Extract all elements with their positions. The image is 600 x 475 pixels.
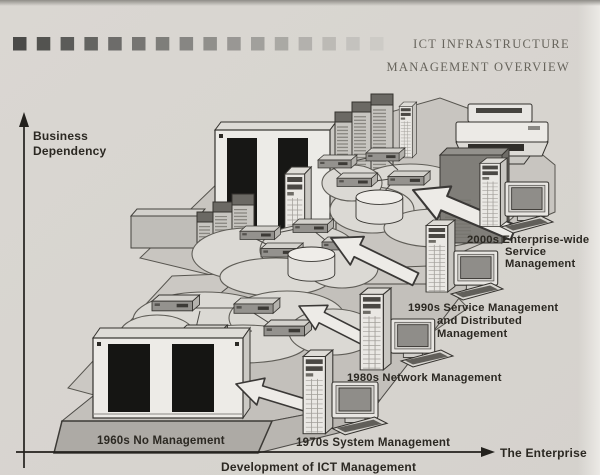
gradient-square bbox=[346, 37, 360, 51]
y-axis bbox=[19, 112, 29, 468]
router-icon bbox=[317, 154, 358, 169]
router-icon bbox=[239, 225, 281, 240]
database-cylinder-icon bbox=[355, 189, 404, 225]
mainframe-1960s-icon bbox=[92, 326, 251, 420]
gradient-square bbox=[84, 37, 98, 51]
router-icon bbox=[233, 297, 281, 314]
era-label-1980s: 1980s Network Management bbox=[347, 372, 502, 384]
wall-block bbox=[129, 208, 207, 249]
era-label-2000s-line3: Management bbox=[505, 258, 575, 270]
router-icon bbox=[365, 147, 406, 162]
database-cylinder-icon bbox=[287, 246, 336, 282]
gradient-square bbox=[36, 37, 51, 51]
page-title-line2: MANAGEMENT OVERVIEW bbox=[386, 60, 570, 74]
server-tower-icon bbox=[425, 219, 456, 293]
photo-top-edge bbox=[0, 0, 600, 6]
gradient-square bbox=[322, 37, 336, 51]
page-title-line1: ICT INFRASTRUCTURE bbox=[413, 37, 570, 51]
gradient-square bbox=[108, 37, 122, 51]
gradient-square bbox=[251, 37, 265, 51]
platform-front-face-1960s bbox=[53, 420, 274, 454]
server-tower-icon bbox=[359, 287, 392, 371]
x-axis-sublabel: Development of ICT Management bbox=[221, 460, 416, 474]
era-label-1970s: 1970s System Management bbox=[296, 437, 450, 449]
gradient-square bbox=[227, 37, 241, 51]
era-label-2000s-line2: Service bbox=[505, 246, 546, 258]
era-label-2000s-line1: 2000s Enterprise-wide bbox=[467, 234, 589, 246]
gradient-square bbox=[13, 37, 27, 51]
router-icon bbox=[336, 172, 378, 187]
y-axis-label-line1: Business bbox=[33, 129, 88, 143]
gradient-square bbox=[370, 37, 384, 51]
desktop-computer-icon bbox=[504, 181, 550, 221]
x-axis-label: The Enterprise bbox=[500, 446, 587, 460]
gradient-square bbox=[60, 37, 75, 51]
x-axis bbox=[16, 447, 495, 457]
gradient-square bbox=[179, 37, 194, 51]
desktop-computer-icon bbox=[331, 381, 379, 424]
era-label-1990s-line1: 1990s Service Management bbox=[408, 302, 558, 314]
era-label-1960s: 1960s No Management bbox=[97, 435, 225, 447]
y-axis-label-line2: Dependency bbox=[33, 144, 106, 158]
router-icon bbox=[151, 294, 200, 312]
desktop-computer-icon bbox=[390, 318, 436, 358]
page-edge-highlight bbox=[578, 0, 600, 475]
gradient-squares bbox=[13, 37, 384, 51]
gradient-square bbox=[155, 37, 170, 51]
router-icon bbox=[292, 218, 334, 233]
router-icon bbox=[387, 170, 431, 186]
server-tower-icon bbox=[479, 157, 508, 227]
era-label-1990s-line3: Management bbox=[437, 328, 507, 340]
gradient-square bbox=[298, 37, 313, 51]
server-tower-icon bbox=[302, 349, 334, 435]
gradient-square bbox=[132, 37, 146, 51]
x-axis-arrowhead-icon bbox=[481, 447, 495, 457]
gradient-square bbox=[203, 37, 217, 51]
y-axis-arrowhead-icon bbox=[19, 112, 29, 127]
router-icon bbox=[263, 319, 312, 337]
gradient-square bbox=[274, 37, 289, 51]
era-label-1990s-line2: and Distributed bbox=[437, 315, 522, 327]
